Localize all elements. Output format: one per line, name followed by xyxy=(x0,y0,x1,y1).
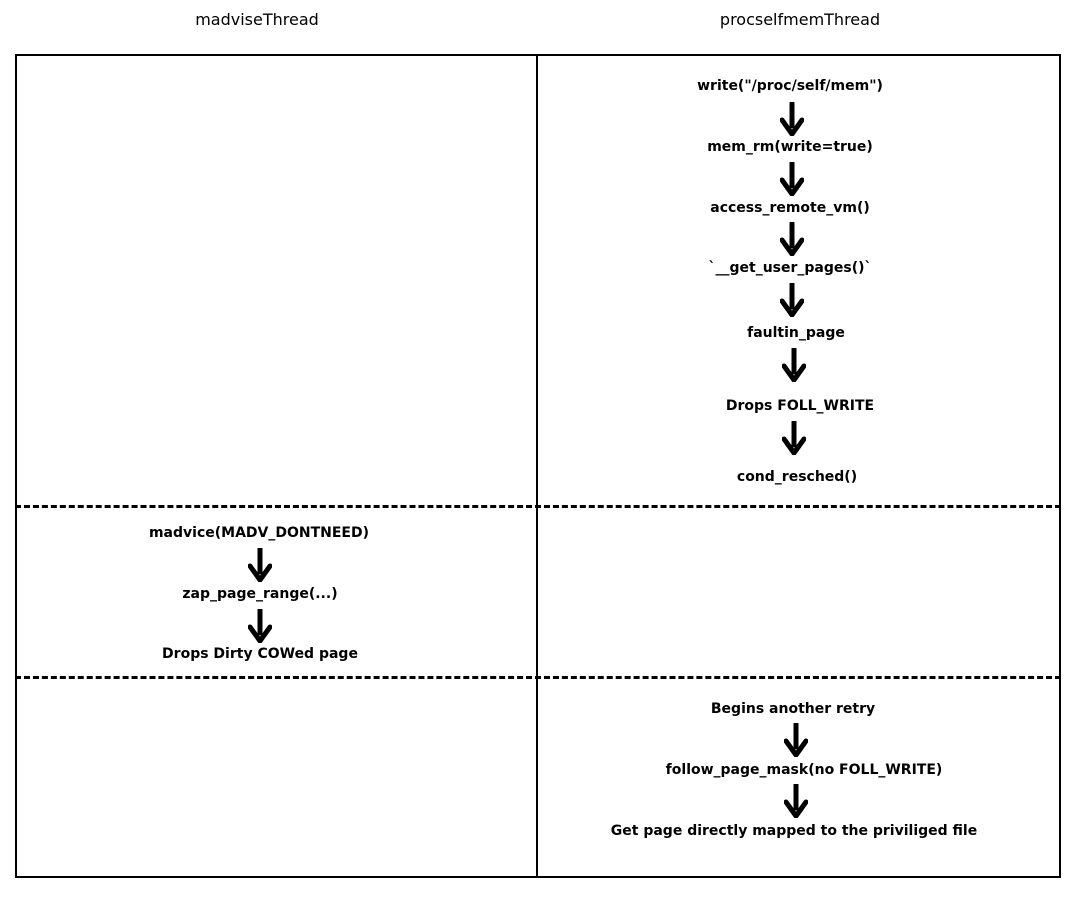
phase-divider-1 xyxy=(15,505,1061,508)
step-drops-dirty-cowed-page: Drops Dirty COWed page xyxy=(162,646,358,662)
step-begins-another-retry: Begins another retry xyxy=(710,701,876,717)
arrow-down-icon xyxy=(247,607,273,644)
arrow-down-icon xyxy=(783,721,809,758)
column-divider xyxy=(536,54,538,878)
step-mem-rw: mem_rm(write=true) xyxy=(707,139,873,155)
arrow-down-icon xyxy=(779,160,805,197)
step-cond-resched: cond_resched() xyxy=(736,469,858,485)
arrow-down-icon xyxy=(783,782,809,819)
step-madvice-dontneed: madvice(MADV_DONTNEED) xyxy=(148,525,370,541)
arrow-down-icon xyxy=(779,281,805,318)
column-title-procselfmem-thread: procselfmemThread xyxy=(719,10,881,29)
arrow-down-icon xyxy=(781,346,807,383)
arrow-down-icon xyxy=(247,546,273,583)
column-title-madvise-thread: madviseThread xyxy=(195,10,319,29)
step-get-page-directly-mapped: Get page directly mapped to the privilig… xyxy=(610,823,978,839)
step-follow-page-mask: follow_page_mask(no FOLL_WRITE) xyxy=(665,762,943,778)
step-get-user-pages: `__get_user_pages()` xyxy=(708,260,872,276)
step-access-remote-vm: access_remote_vm() xyxy=(710,200,870,216)
phase-divider-2 xyxy=(15,676,1061,679)
step-faultin-page: faultin_page xyxy=(747,325,845,341)
step-drops-foll-write: Drops FOLL_WRITE xyxy=(725,398,875,414)
step-zap-page-range: zap_page_range(...) xyxy=(182,586,338,602)
arrow-down-icon xyxy=(779,100,805,137)
step-write-proc-self-mem: write("/proc/self/mem") xyxy=(697,78,883,94)
diagram-frame xyxy=(15,54,1061,878)
arrow-down-icon xyxy=(781,419,807,456)
arrow-down-icon xyxy=(779,220,805,257)
